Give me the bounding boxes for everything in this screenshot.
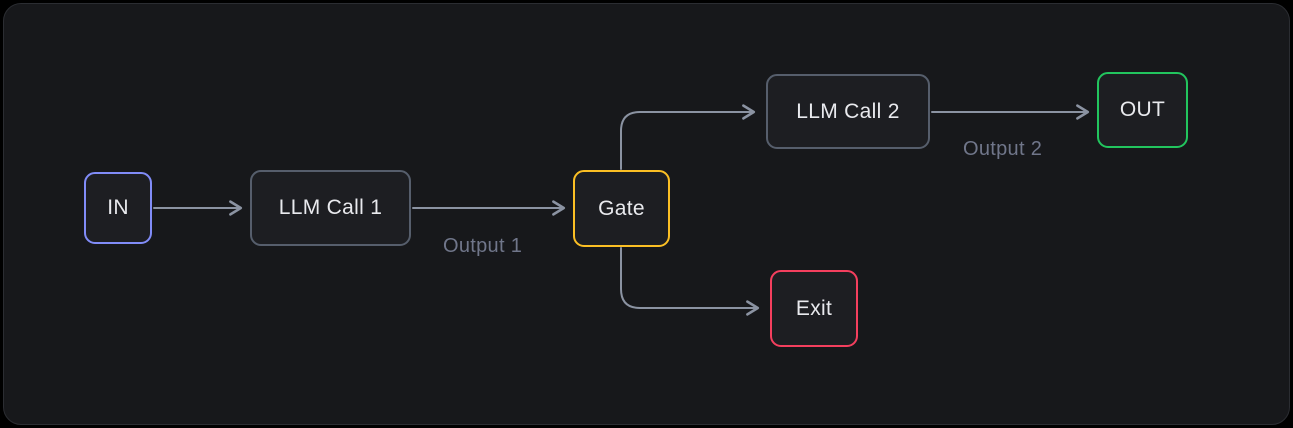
edge-label-output-2: Output 2 — [963, 138, 1043, 160]
edge-label-output-1: Output 1 — [443, 235, 523, 257]
node-gate: Gate — [573, 170, 670, 247]
node-in-label: IN — [107, 196, 129, 219]
node-out: OUT — [1097, 72, 1188, 148]
node-out-label: OUT — [1119, 98, 1166, 121]
node-llm-call-2-label: LLM Call 2 — [796, 99, 900, 123]
node-in: IN — [84, 172, 152, 244]
node-llm-call-2: LLM Call 2 — [766, 74, 930, 149]
node-llm-call-1: LLM Call 1 — [250, 170, 411, 246]
node-llm-call-1-label: LLM Call 1 — [278, 196, 383, 219]
node-gate-label: Gate — [598, 196, 645, 220]
node-exit: Exit — [770, 270, 858, 347]
node-exit-label: Exit — [795, 296, 833, 320]
